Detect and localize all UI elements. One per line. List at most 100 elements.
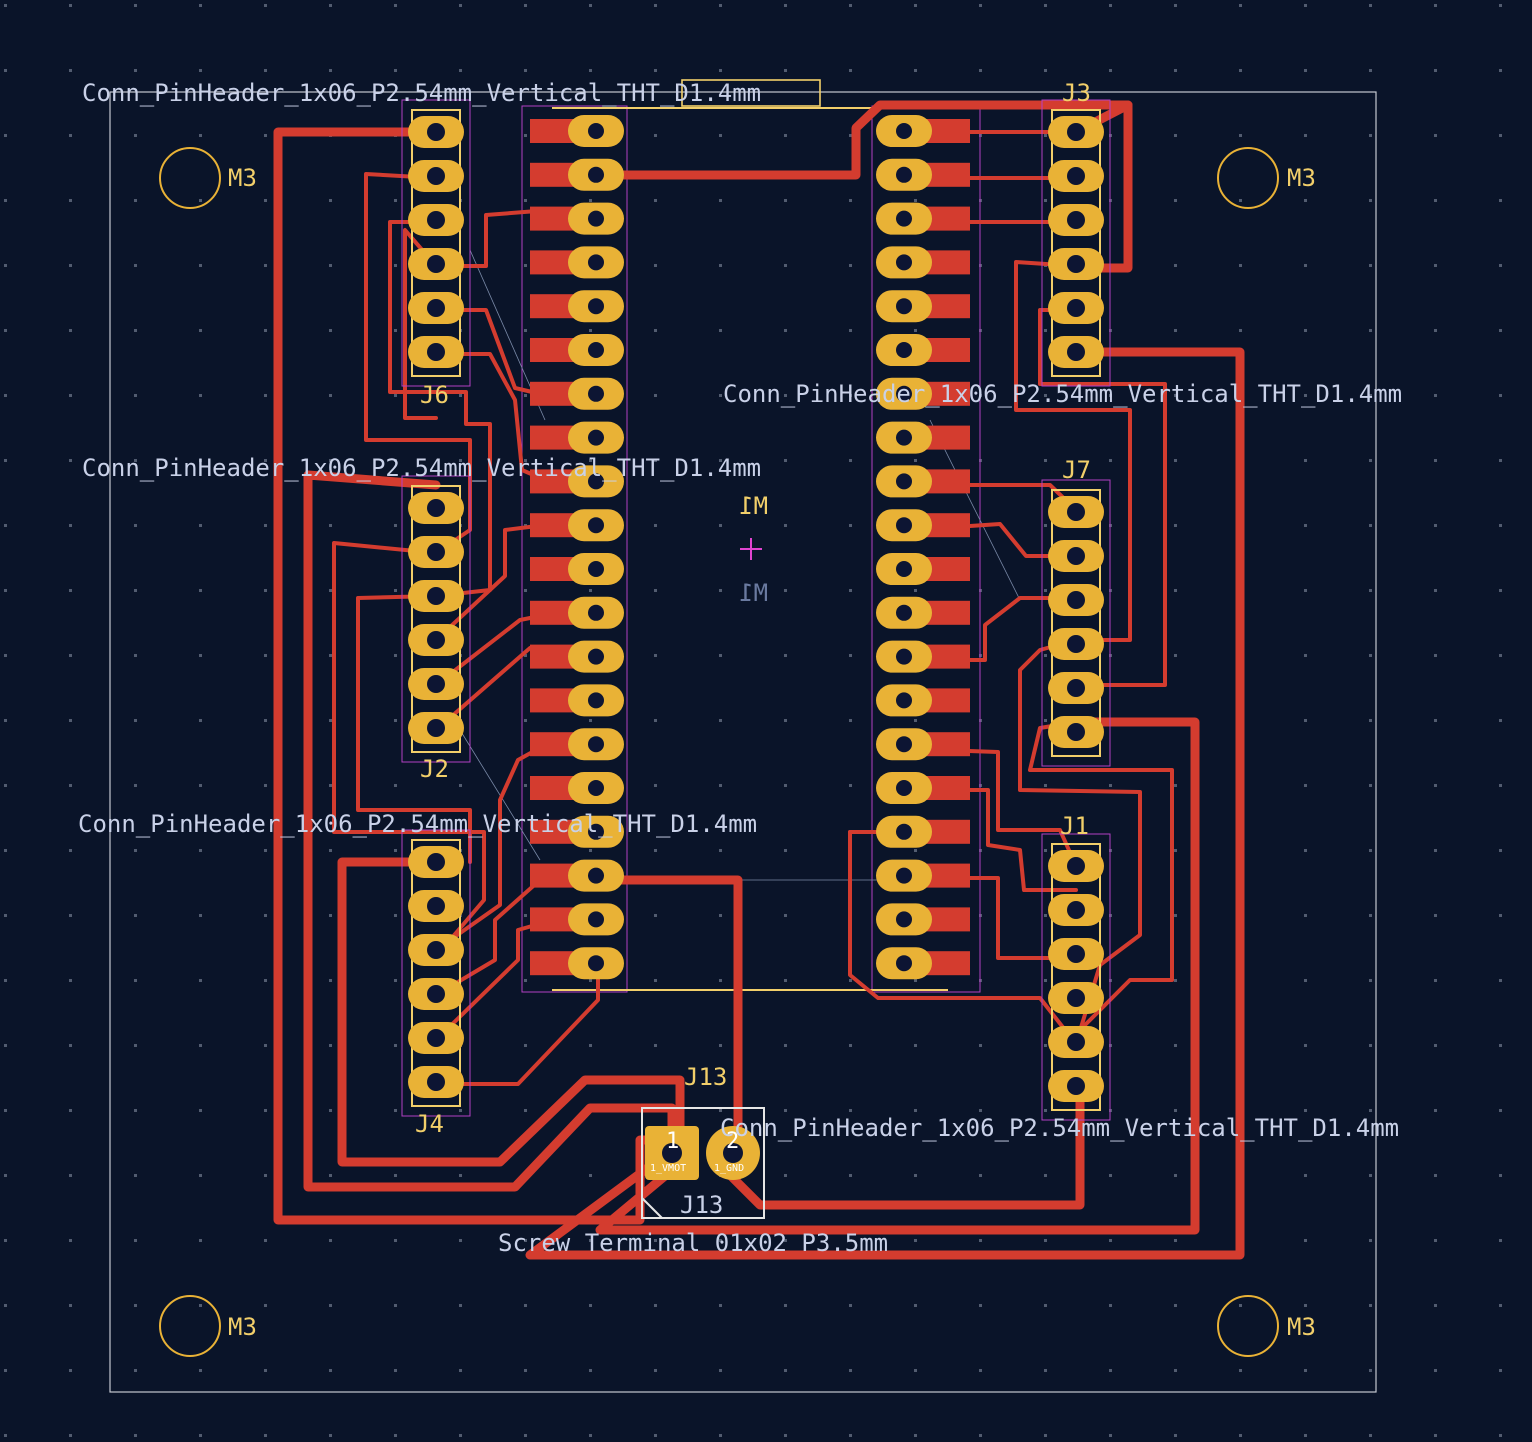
origin-marker xyxy=(740,538,762,560)
j4-drill xyxy=(427,897,445,915)
j6-drill xyxy=(427,343,445,361)
trace xyxy=(938,748,1078,868)
m1-drill xyxy=(896,604,912,621)
m1-drill xyxy=(588,429,604,446)
trace xyxy=(337,857,685,1167)
ref-j3: J3 xyxy=(1062,79,1091,107)
mounting-hole-br[interactable] xyxy=(1217,1295,1279,1357)
m1-drill xyxy=(896,429,912,446)
m1-drill xyxy=(896,298,912,315)
m1-drill xyxy=(896,780,912,796)
j7-drill xyxy=(1067,547,1085,565)
trace xyxy=(1014,260,1132,642)
m1-drill xyxy=(896,823,912,840)
trace xyxy=(434,743,547,952)
m1-drill xyxy=(896,123,912,139)
j1-drill xyxy=(1067,945,1085,963)
j13-outline xyxy=(641,1107,765,1219)
trace xyxy=(595,717,1200,1235)
m1-drill xyxy=(588,780,604,796)
m1-drill xyxy=(896,692,912,709)
j1-courtyard xyxy=(1041,833,1111,1121)
j4-drill xyxy=(427,1073,445,1091)
m1-drill xyxy=(588,561,604,577)
m1-drill xyxy=(588,254,604,271)
j2-drill xyxy=(427,543,445,561)
m1-drill xyxy=(896,561,912,577)
m1-drill xyxy=(588,867,604,884)
ref-j4: J4 xyxy=(415,1110,444,1138)
trace xyxy=(364,172,472,555)
j13-screw-terminal[interactable]: 1 2 1_VMOT 1_GND xyxy=(641,1107,765,1219)
ref-m3-tl: M3 xyxy=(228,164,257,192)
trace xyxy=(332,541,486,942)
fp-label-j6: Conn_PinHeader_1x06_P2.54mm_Vertical_THT… xyxy=(82,79,761,107)
m1-drill xyxy=(588,166,604,183)
j13-pin1-number: 1 xyxy=(666,1129,679,1154)
j6-drill xyxy=(427,211,445,229)
m1-drill xyxy=(896,166,912,183)
m1-drill xyxy=(588,517,604,534)
m1-drill xyxy=(896,648,912,665)
trace xyxy=(1028,720,1174,1046)
fp-label-j4: Conn_PinHeader_1x06_P2.54mm_Vertical_THT… xyxy=(78,810,757,838)
j4-drill xyxy=(427,941,445,959)
copper-traces-thin xyxy=(332,130,1174,1086)
ref-m3-br: M3 xyxy=(1287,1313,1316,1341)
j4-courtyard xyxy=(401,829,471,1117)
m1-drill xyxy=(588,648,604,665)
j2-drill xyxy=(427,587,445,605)
j2-courtyard xyxy=(401,475,471,763)
j1-drill xyxy=(1067,901,1085,919)
header-j3[interactable] xyxy=(1041,99,1111,387)
header-j4[interactable] xyxy=(401,829,471,1117)
j1-silk-outline xyxy=(1051,843,1101,1111)
ref-j6: J6 xyxy=(420,381,449,409)
m1-drill xyxy=(896,517,912,534)
j13-pin2-net: 1_GND xyxy=(714,1163,744,1174)
m1-drill xyxy=(588,955,604,972)
m1-drill xyxy=(896,254,912,271)
ref-j13-silk: J13 xyxy=(680,1191,723,1219)
m1-drill xyxy=(896,473,912,490)
j3-drill xyxy=(1067,343,1085,361)
header-j7[interactable] xyxy=(1041,479,1111,767)
header-j6[interactable] xyxy=(401,99,471,387)
mounting-hole-tr[interactable] xyxy=(1217,147,1279,209)
fp-label-j2: Conn_PinHeader_1x06_P2.54mm_Vertical_THT… xyxy=(82,454,761,482)
m1-drill xyxy=(896,867,912,884)
pin-headers xyxy=(401,99,1111,1121)
trace xyxy=(434,964,600,1086)
j4-drill xyxy=(427,985,445,1003)
j7-silk-outline xyxy=(1051,489,1101,757)
header-j1[interactable] xyxy=(1041,833,1111,1121)
m1-drill xyxy=(588,604,604,621)
trace xyxy=(725,1085,1085,1210)
j1-drill xyxy=(1067,1077,1085,1095)
j2-drill xyxy=(427,719,445,737)
trace xyxy=(1038,308,1167,687)
m1-drill xyxy=(588,692,604,709)
j6-courtyard xyxy=(401,99,471,387)
j13-pin1-net: 1_VMOT xyxy=(650,1163,686,1174)
j4-silk-outline xyxy=(411,839,461,1107)
trace xyxy=(525,347,1245,1260)
j6-drill xyxy=(427,123,445,141)
j7-drill xyxy=(1067,503,1085,521)
ref-j2: J2 xyxy=(420,755,449,783)
m1-drill xyxy=(588,473,604,490)
mounting-hole-tl[interactable] xyxy=(159,147,221,209)
board-outline xyxy=(109,91,1377,1393)
ref-j1: J1 xyxy=(1060,812,1089,840)
ref-m3-bl: M3 xyxy=(228,1313,257,1341)
j7-courtyard xyxy=(1041,479,1111,767)
m1-right-pin-column xyxy=(876,115,970,980)
mounting-hole-bl[interactable] xyxy=(159,1295,221,1357)
j6-silk-outline xyxy=(411,109,461,377)
j2-drill xyxy=(427,499,445,517)
j3-drill xyxy=(1067,299,1085,317)
j2-drill xyxy=(427,631,445,649)
header-j2[interactable] xyxy=(401,475,471,763)
m1-drill xyxy=(588,736,604,753)
